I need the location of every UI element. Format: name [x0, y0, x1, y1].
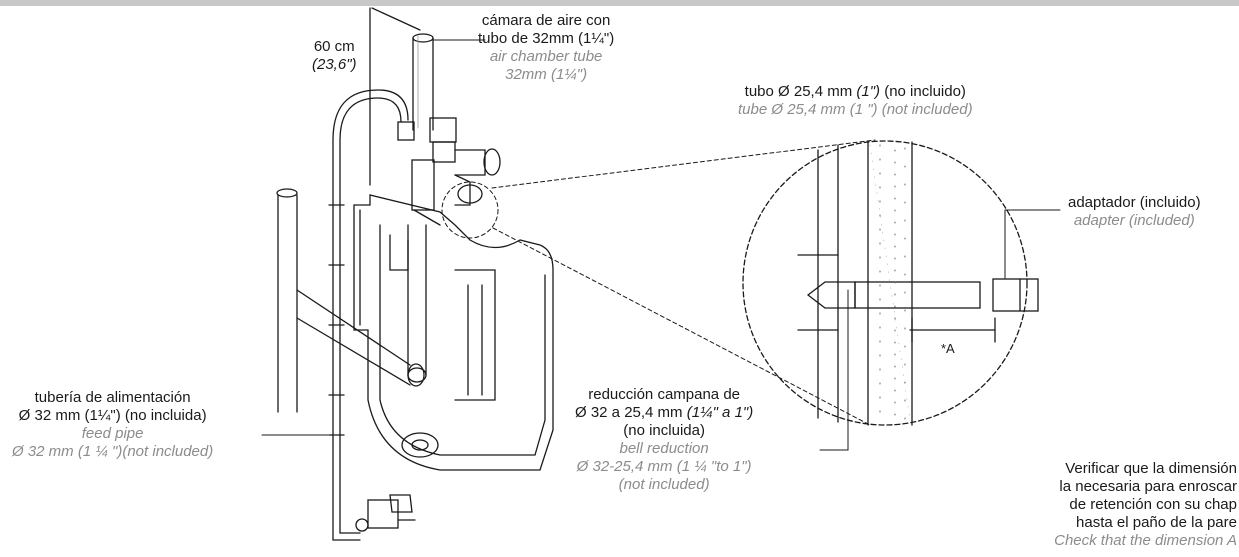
dimension-a-label: *A — [941, 341, 955, 356]
tube-es-a: tubo Ø 25,4 mm — [744, 83, 857, 100]
tube-es-c: (no incluido) — [880, 83, 966, 100]
verify-l2: la necesaria para enroscar — [1059, 478, 1237, 495]
verify-note: Verificar que la dimensión la necesaria … — [1054, 460, 1237, 550]
feed-pipe — [276, 188, 425, 413]
tube-label: tubo Ø 25,4 mm (1") (no incluido) tube Ø… — [738, 83, 973, 119]
feed-pipe-es2: Ø 32 mm (1¼") (no incluida) — [18, 407, 207, 424]
air-chamber-en2: 32mm (1¼") — [505, 66, 588, 83]
verify-en: Check that the dimension A — [1054, 532, 1237, 549]
feed-pipe-es: tubería de alimentación — [34, 389, 191, 406]
tube-es-b: (1") — [856, 83, 881, 100]
top-band — [0, 0, 1239, 6]
tank-body — [353, 194, 554, 471]
length-inches: (23,6") — [312, 56, 357, 73]
verify-l1: Verificar que la dimensión — [1065, 460, 1237, 477]
bell-reduction-en2: Ø 32-25,4 mm (1 ¼ "to 1") — [576, 458, 752, 475]
feed-pipe-label: tubería de alimentación Ø 32 mm (1¼") (n… — [12, 389, 213, 461]
length-label: 60 cm (23,6") — [312, 38, 357, 74]
air-chamber-es2: tubo de 32mm (1¼") — [478, 30, 615, 47]
valve-assembly — [397, 117, 501, 226]
feed-pipe-en: feed pipe — [81, 425, 144, 442]
bell-reduction-es2a: Ø 32 a 25,4 mm — [575, 404, 687, 421]
detail-callout-lines — [441, 139, 876, 426]
length-value: 60 cm — [313, 38, 355, 55]
verify-l3: de retención con su chap — [1069, 496, 1237, 513]
bell-reduction-es3: (no incluida) — [623, 422, 705, 439]
wall-outline — [369, 7, 421, 186]
air-chamber-en: air chamber tube — [489, 48, 603, 65]
air-chamber-es: cámara de aire con — [481, 12, 611, 29]
air-chamber-tube — [412, 33, 434, 131]
adapter-en: adapter (included) — [1073, 212, 1195, 229]
leader-lines — [261, 39, 1061, 451]
flexible-hose — [328, 89, 409, 541]
feed-pipe-en2: Ø 32 mm (1 ¼ ")(not included) — [12, 443, 214, 460]
bell-reduction-es2b: (1¼" a 1") — [686, 404, 754, 421]
adapter-label: adaptador (incluido) adapter (included) — [1068, 194, 1201, 230]
pedal-valve — [355, 494, 416, 532]
detail-circle — [742, 140, 1039, 426]
bell-reduction-en: bell reduction — [619, 440, 709, 457]
adapter-es: adaptador (incluido) — [1068, 194, 1201, 211]
bell-reduction-es: reducción campana de — [588, 386, 740, 403]
air-chamber-label: cámara de aire con tubo de 32mm (1¼") ai… — [478, 12, 614, 84]
inner-pipe — [407, 224, 427, 383]
verify-l4: hasta el paño de la pare — [1076, 514, 1237, 531]
tube-en: tube Ø 25,4 mm (1 ") (not included) — [738, 101, 973, 118]
bell-reduction-en3: (not included) — [618, 476, 710, 493]
bell-reduction-label: reducción campana de Ø 32 a 25,4 mm (1¼"… — [575, 386, 753, 494]
